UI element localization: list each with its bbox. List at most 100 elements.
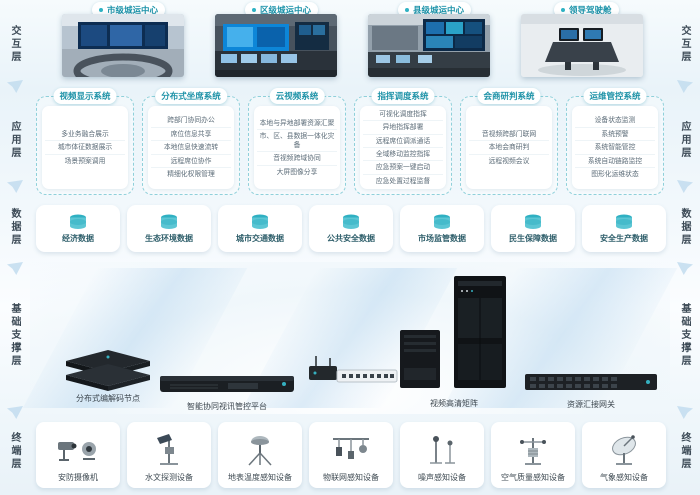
video-matrix-cabinets-device	[398, 272, 510, 398]
terminal-card-weather: 气象感知设备	[582, 422, 666, 488]
app-item: 远程席位协作	[151, 155, 231, 169]
layer-label-right-application: 应用层	[679, 121, 690, 160]
app-system-cloud-video: 云视频系统 本地与异地部署资源汇聚 市、区、县数据一体化灾备 音视频跨域协同 大…	[248, 88, 346, 195]
center-label-text: 市级城运中心	[107, 6, 159, 16]
arrow-decoration-icon	[677, 180, 693, 193]
terminal-label: 水文探测设备	[145, 473, 193, 482]
server-cabinet-art	[400, 276, 506, 388]
terminal-label: 地表温度感知设备	[228, 473, 292, 482]
app-system-items: 跨部门协同办公 席位信息共享 本地信息快速流转 远程席位协作 精细化权限管理	[148, 106, 234, 189]
small-box-art	[309, 356, 337, 380]
database-icon	[161, 214, 177, 229]
photo-county-operations-center	[368, 14, 490, 77]
database-icon	[252, 214, 268, 229]
infra-device-label: 资源汇接网关	[567, 400, 615, 409]
layer-label-right-data: 数据层	[679, 208, 690, 247]
app-system-title: 运维管控系统	[583, 88, 647, 104]
terminal-card-noise: 噪声感知设备	[400, 422, 484, 488]
app-item: 音视频跨域协同	[257, 152, 337, 166]
data-card-eco-environment: 生态环境数据	[127, 205, 211, 252]
control-room-photo-art	[62, 14, 184, 77]
app-system-items: 音视频跨部门联网 本地会商研判 远程视频会议	[466, 106, 552, 189]
photo-district-operations-center	[215, 14, 337, 77]
arrow-decoration-icon	[7, 406, 23, 419]
gateway-art	[525, 374, 657, 390]
app-system-distributed-seats: 分布式坐席系统 跨部门协同办公 席位信息共享 本地信息快速流转 远程席位协作 精…	[142, 88, 240, 195]
app-item: 远程席位调派通话	[363, 135, 443, 148]
center-label-text: 区级城运中心	[260, 6, 312, 16]
arrow-decoration-icon	[677, 80, 693, 93]
app-item: 设备状态监测	[575, 114, 655, 128]
app-system-title: 云视频系统	[269, 88, 325, 104]
noise-sensor-icon	[430, 436, 455, 464]
app-item: 本地会商研判	[469, 141, 549, 155]
app-item: 音视频跨部门联网	[469, 128, 549, 142]
bullet-dot-icon	[561, 8, 565, 12]
database-icon	[434, 214, 450, 229]
app-system-command-dispatch: 指挥调度系统 可视化调度指挥 异地指挥部署 远程席位调派通话 全域移动监控指挥 …	[354, 88, 452, 195]
app-system-title: 会商研判系统	[477, 88, 541, 104]
video-control-platform-device	[158, 370, 296, 402]
database-icon	[70, 214, 86, 229]
bullet-dot-icon	[99, 8, 103, 12]
layer-label-left-infrastructure: 基础支撑层	[9, 303, 20, 368]
infra-device-label: 分布式编解码节点	[76, 394, 140, 403]
terminal-label: 物联网感知设备	[323, 473, 379, 482]
app-item: 异地指挥部署	[363, 121, 443, 135]
security-camera-icon	[58, 442, 96, 461]
arrow-decoration-icon	[677, 406, 693, 419]
app-item: 系统自动链路监控	[575, 155, 655, 169]
data-card-traffic: 城市交通数据	[218, 205, 302, 252]
data-card-label: 城市交通数据	[236, 233, 284, 243]
arrow-decoration-icon	[677, 262, 693, 275]
terminal-card-iot: 物联网感知设备	[309, 422, 393, 488]
ground-temperature-sensor-icon	[248, 436, 272, 466]
data-card-livelihood: 民生保障数据	[491, 205, 575, 252]
app-item: 城市体征数据展示	[45, 141, 125, 155]
app-item: 可视化调度指挥	[363, 108, 443, 122]
terminal-card-security-camera: 安防摄像机	[36, 422, 120, 488]
app-system-title: 视频显示系统	[53, 88, 117, 104]
app-system-om-control: 运维管控系统 设备状态监测 系统预警 系统智能管控 系统自动链路监控 图形化运维…	[566, 88, 664, 195]
database-icon	[525, 214, 541, 229]
photo-city-operations-center	[62, 14, 184, 77]
app-system-title: 指挥调度系统	[371, 88, 435, 104]
infra-device-label: 智能协同视讯管控平台	[187, 402, 267, 411]
app-system-consultation: 会商研判系统 音视频跨部门联网 本地会商研判 远程视频会议	[460, 88, 558, 195]
terminal-label: 空气质量感知设备	[501, 473, 565, 482]
data-card-label: 安全生产数据	[600, 233, 648, 243]
app-item: 席位信息共享	[151, 128, 231, 142]
layer-label-left-data: 数据层	[9, 208, 20, 247]
arrow-decoration-icon	[7, 180, 23, 193]
app-item: 图形化运维状态	[591, 170, 639, 179]
terminal-card-air-quality: 空气质量感知设备	[491, 422, 575, 488]
infra-device-label: 视频高清矩阵	[430, 399, 478, 408]
terminal-label: 安防摄像机	[58, 473, 98, 482]
app-item: 大屏图像分享	[276, 167, 318, 176]
app-item: 多业务融合展示	[45, 128, 125, 142]
app-system-items: 设备状态监测 系统预警 系统智能管控 系统自动链路监控 图形化运维状态	[572, 106, 658, 189]
app-item: 系统智能管控	[575, 141, 655, 155]
arrow-decoration-icon	[7, 262, 23, 275]
app-item: 系统预警	[575, 128, 655, 142]
distributed-codec-node-device	[58, 348, 158, 396]
control-room-photo-art	[215, 14, 337, 77]
app-item: 精细化权限管理	[167, 170, 215, 179]
air-quality-sensor-icon	[520, 438, 546, 465]
data-card-label: 生态环境数据	[145, 233, 193, 243]
data-card-work-safety: 安全生产数据	[582, 205, 666, 252]
control-room-photo-art	[368, 14, 490, 77]
data-card-label: 市场监管数据	[418, 233, 466, 243]
data-card-label: 公共安全数据	[327, 233, 375, 243]
small-codec-box-device	[302, 352, 344, 390]
satellite-dish-icon	[612, 435, 636, 465]
app-item: 本地与异地部署资源汇聚	[257, 117, 337, 131]
data-card-economy: 经济数据	[36, 205, 120, 252]
layer-label-right-terminal: 终端层	[679, 432, 690, 471]
app-item: 本地信息快速流转	[151, 141, 231, 155]
app-system-title: 分布式坐席系统	[155, 88, 227, 104]
app-item: 场景预案调用	[64, 156, 106, 165]
terminal-label: 噪声感知设备	[418, 473, 466, 482]
data-card-public-safety: 公共安全数据	[309, 205, 393, 252]
